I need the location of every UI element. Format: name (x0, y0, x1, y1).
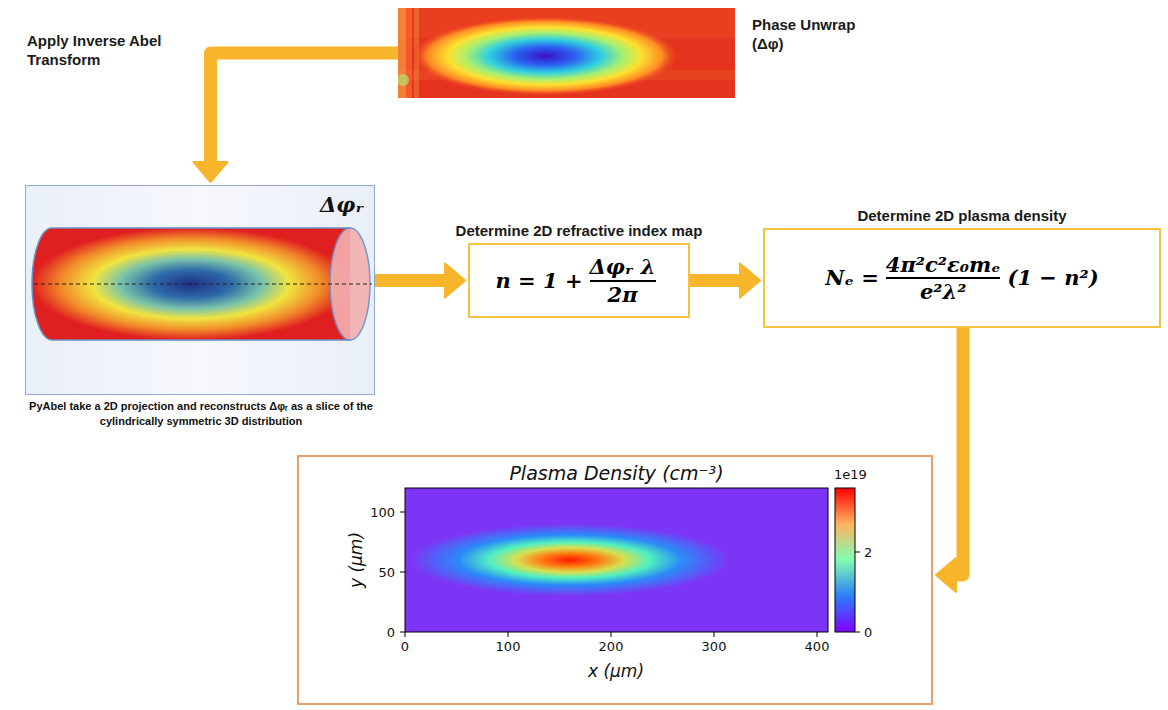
tick-label: 200 (599, 639, 624, 654)
flow-arrow (690, 264, 760, 298)
edge-label: Apply Inverse Abel Transform (27, 32, 177, 70)
phase-image (398, 8, 735, 98)
caption-note: PyAbel take a 2D projection and reconstr… (14, 399, 388, 429)
arrow-head (445, 264, 465, 298)
numerator: 4π²c²ε₀mₑ (886, 252, 1001, 277)
step-heading: Determine 2D plasma density (765, 207, 1159, 226)
fraction: Δφᵣ λ 2π (590, 254, 656, 306)
formula: n = 1 + Δφᵣ λ 2π (495, 254, 662, 306)
tick-label: 1e19 (834, 467, 867, 482)
tick-label: 400 (805, 639, 830, 654)
arrow-head (740, 264, 760, 298)
arrow-shaft (690, 274, 742, 287)
fraction-bar (886, 277, 1001, 279)
tick-label: 300 (702, 639, 727, 654)
formula-term: (1 − n²) (1007, 265, 1098, 290)
flow-arrow (375, 264, 465, 298)
plot-title: Plasma Density (cm⁻³) (405, 462, 828, 484)
fraction: 4π²c²ε₀mₑe²λ² (886, 252, 1001, 304)
tick-label: 50 (378, 565, 395, 580)
tick-label: 100 (370, 505, 395, 520)
tick-label: 0 (387, 625, 395, 640)
tick-label: 0 (864, 625, 872, 640)
axis-label: y (μm) (346, 532, 366, 588)
numerator: Δφᵣ λ (590, 254, 656, 279)
abel-cylinder (25, 185, 375, 395)
tick-label: 0 (401, 639, 409, 654)
phase-map: Phase Unwrap (Δφ) (398, 8, 735, 98)
formula-term: n = 1 + (495, 268, 582, 293)
formula-box: Determine 2D refractive index mapn = 1 +… (468, 243, 690, 318)
formula-box: Determine 2D plasma densityNₑ =4π²c²ε₀mₑ… (763, 228, 1161, 328)
abel-panel: ΔφᵣPyAbel take a 2D projection and recon… (25, 185, 375, 395)
arrow-head (936, 558, 956, 592)
arrow-shaft (211, 53, 399, 164)
step-heading: Determine 2D refractive index map (450, 222, 708, 241)
flow-arrow (936, 328, 963, 592)
tick-label: 100 (496, 639, 521, 654)
symbol-label: Δφᵣ (320, 192, 364, 217)
denominator: e²λ² (920, 279, 966, 304)
tick-label: 2 (864, 545, 872, 560)
flow-arrow (194, 53, 399, 182)
formula-term: Nₑ = (825, 265, 878, 290)
density-plot-image (400, 488, 860, 637)
fraction-bar (590, 280, 656, 282)
image-heading: Phase Unwrap (Δφ) (752, 16, 872, 54)
arrow-head (194, 162, 228, 182)
denominator: 2π (608, 282, 638, 307)
arrow-shaft (954, 328, 963, 575)
axis-label: x (μm) (588, 661, 644, 681)
arrow-shaft (375, 274, 447, 287)
formula: Nₑ =4π²c²ε₀mₑe²λ²(1 − n²) (825, 252, 1098, 304)
